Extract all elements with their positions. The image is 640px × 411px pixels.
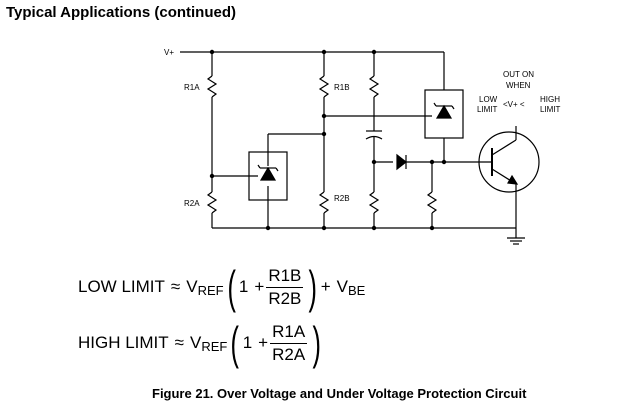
resistor-mid-right [368, 191, 380, 214]
low-limit-lhs: LOW LIMIT [78, 277, 165, 296]
low-open-paren: ( [227, 261, 236, 313]
resistor-r1a [206, 75, 218, 98]
high-fraction-numerator: R1A [270, 322, 308, 344]
low-approx-symbol: ≈ [170, 277, 181, 296]
emitter-arrow [507, 174, 519, 185]
high-open-paren: ( [230, 317, 240, 369]
high-fraction: R1A R2A [270, 322, 308, 365]
transistor-body [478, 131, 540, 193]
low-fraction: R1B R2B [266, 266, 304, 309]
low-fraction-denominator: R2B [268, 288, 302, 308]
label-r2a: R2A [184, 199, 200, 208]
regulator-2-triangle [435, 104, 453, 119]
high-close-paren: ) [312, 317, 322, 369]
label-r1b: R1B [334, 83, 350, 92]
label-out-on: OUT ON [503, 70, 534, 79]
label-high: HIGH [540, 95, 560, 104]
diode [396, 153, 407, 171]
capacitor-plate-bottom [365, 135, 383, 140]
label-low: LOW [479, 95, 498, 104]
low-tail-plus: + [320, 277, 331, 296]
label-r2b: R2B [334, 194, 350, 203]
low-one: 1 [238, 277, 249, 296]
high-plus: + [258, 333, 269, 352]
figure-caption: Figure 21. Over Voltage and Under Voltag… [152, 386, 527, 401]
label-r1a: R1A [184, 83, 200, 92]
high-limit-lhs: HIGH LIMIT [78, 333, 169, 352]
high-approx-symbol: ≈ [174, 333, 185, 352]
high-limit-equation: HIGH LIMIT ≈ VREF ( 1 + R1A R2A ) [78, 320, 325, 366]
regulator-1-triangle [259, 166, 277, 181]
low-fraction-numerator: R1B [266, 266, 304, 288]
high-one: 1 [242, 333, 253, 352]
resistor-r1b [318, 75, 330, 98]
label-low-limit: LIMIT [477, 105, 498, 114]
label-high-limit: LIMIT [540, 105, 561, 114]
low-vbe: VBE [336, 276, 366, 298]
low-close-paren: ) [308, 261, 318, 313]
high-fraction-denominator: R2A [272, 344, 306, 364]
section-title: Typical Applications (continued) [6, 4, 237, 21]
label-vplus: V+ [164, 48, 174, 57]
low-limit-equation: LOW LIMIT ≈ VREF ( 1 + R1B R2B ) + VBE [78, 264, 365, 310]
low-plus: + [254, 277, 265, 296]
resistor-top-right [368, 75, 380, 98]
label-condition: <V+ < [503, 100, 525, 109]
circuit-schematic: V+ R1A R2A R1B R2B OUT ON WHEN LOW LIMIT… [164, 48, 561, 245]
high-vref: VREF [190, 332, 228, 354]
resistor-r2a [206, 191, 218, 214]
label-when: WHEN [506, 81, 531, 90]
resistor-r2b [318, 191, 330, 214]
low-vref: VREF [186, 276, 224, 298]
resistor-base [426, 191, 438, 214]
